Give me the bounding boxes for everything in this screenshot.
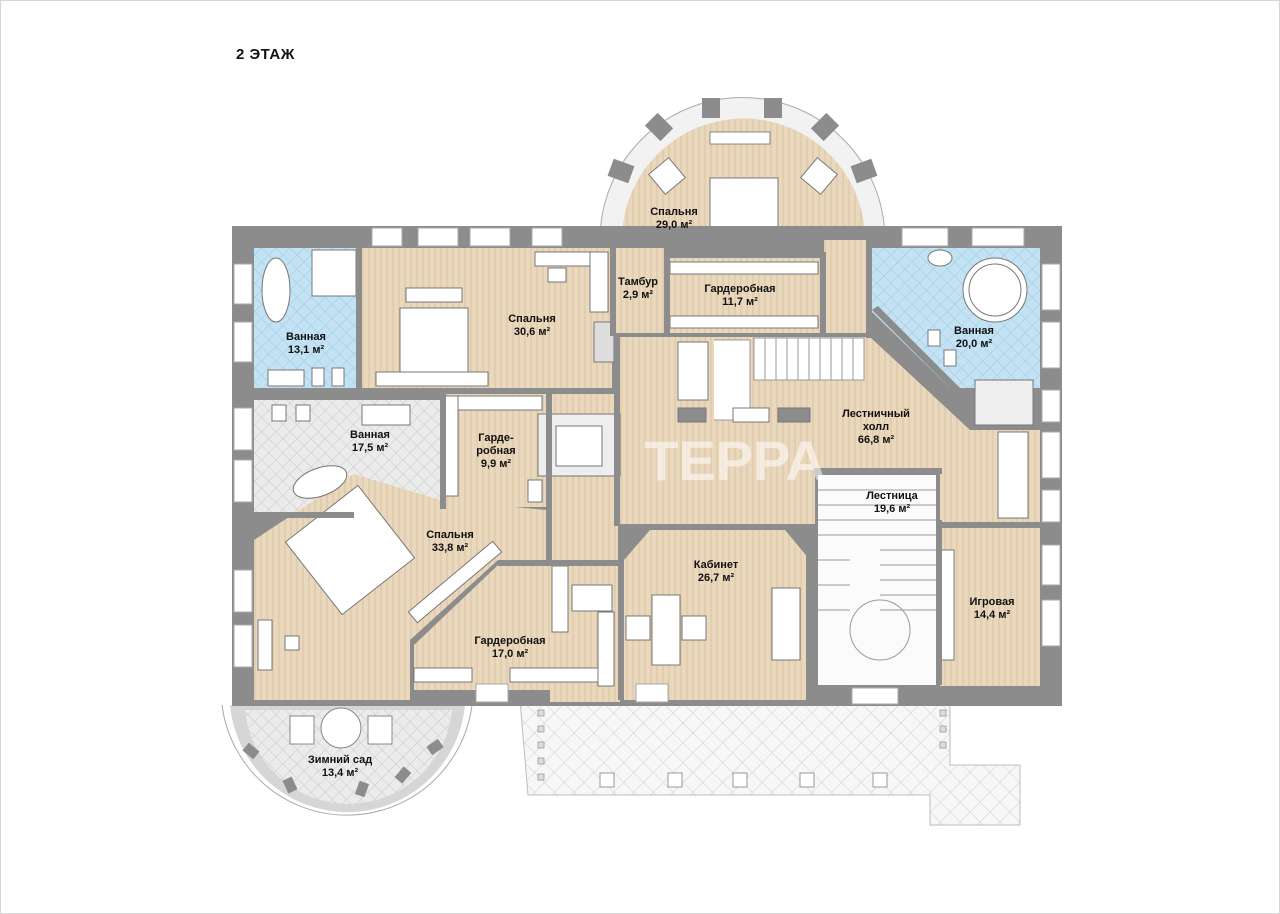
furniture [257, 249, 1034, 687]
label-bedroom-top-name: Спальня [508, 313, 556, 325]
label-stairs-area: 19,6 м² [874, 503, 911, 515]
label-bath-right-area: 20,0 м² [956, 338, 993, 350]
label-bedroom-top-area: 30,6 м² [514, 326, 551, 338]
label-wardrobe-bottom-area: 17,0 м² [492, 648, 529, 660]
label-wardrobe-small-name1: Гарде- [478, 432, 514, 444]
label-bath-left-area: 13,1 м² [288, 344, 325, 356]
floor-title: 2 ЭТАЖ [236, 46, 295, 63]
label-vestibule-name: Тамбур [618, 276, 658, 288]
watermark: ТЕРРА [644, 429, 826, 492]
round-bay [599, 97, 886, 255]
label-vestibule-area: 2,9 м² [623, 289, 653, 301]
label-office-area: 26,7 м² [698, 572, 735, 584]
label-wardrobe-top-area: 11,7 м² [722, 296, 758, 308]
label-winter-garden-area: 13,4 м² [322, 767, 359, 779]
label-stair-hall-name2: холл [863, 421, 889, 433]
label-winter-garden-name: Зимний сад [308, 754, 372, 766]
label-playroom-area: 14,4 м² [974, 609, 1011, 621]
label-stair-hall-name1: Лестничный [842, 408, 910, 420]
label-bath-mid-area: 17,5 м² [352, 442, 389, 454]
label-bedroom-big-name: Спальня [426, 529, 474, 541]
staircase [714, 337, 936, 661]
label-bath-mid-name: Ванная [350, 429, 390, 441]
label-office-name: Кабинет [694, 559, 739, 571]
label-wardrobe-bottom-name: Гардеробная [474, 635, 545, 647]
label-wardrobe-top-name: Гардеробная [704, 283, 775, 295]
label-bath-left-name: Ванная [286, 331, 326, 343]
label-bath-right-name: Ванная [954, 325, 994, 337]
label-bedroom-round-area: 29,0 м² [656, 219, 693, 231]
windows [233, 227, 1061, 705]
label-wardrobe-small-name2: робная [476, 445, 515, 457]
label-stair-hall-area: 66,8 м² [858, 434, 895, 446]
room-labels: Спальня 29,0 м² Тамбур 2,9 м² Гардеробна… [286, 206, 1014, 779]
label-stairs-name: Лестница [866, 490, 918, 502]
label-playroom-name: Игровая [969, 596, 1014, 608]
label-bedroom-round-name: Спальня [650, 206, 698, 218]
winter-garden-area [221, 704, 473, 816]
terrace [519, 699, 1021, 826]
label-bedroom-big-area: 33,8 м² [432, 542, 469, 554]
label-wardrobe-small-area: 9,9 м² [481, 458, 511, 470]
interior-walls [254, 248, 1042, 700]
